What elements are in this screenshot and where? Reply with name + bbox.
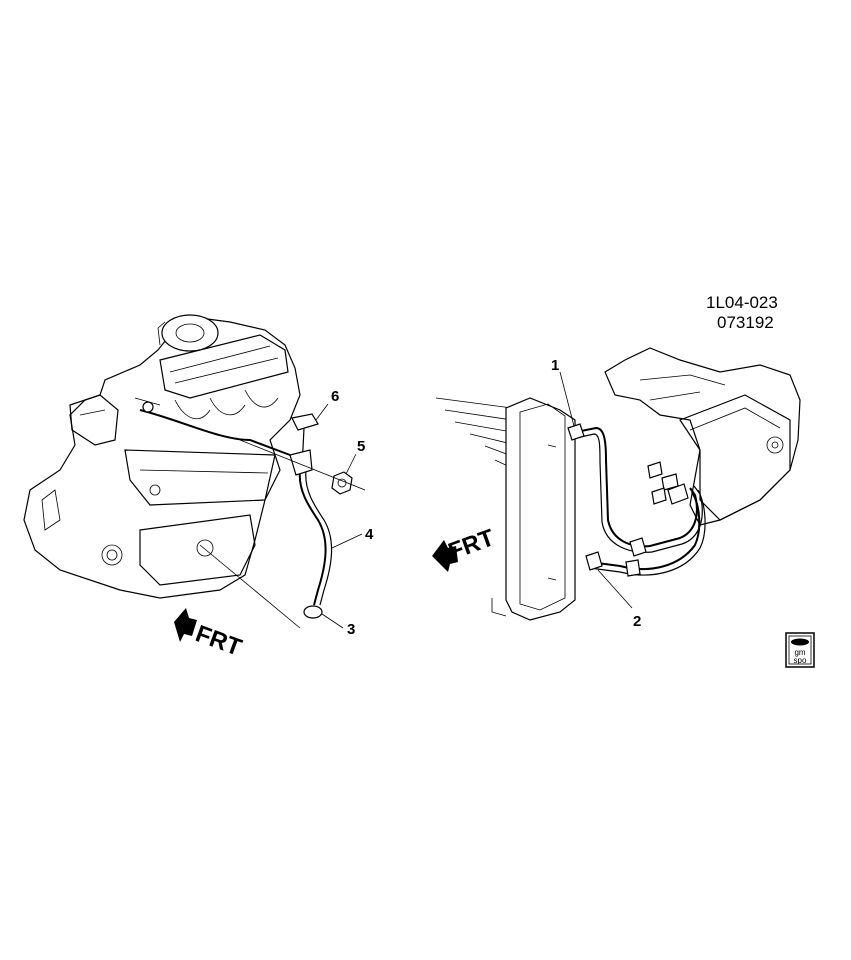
callout-1: 1 bbox=[551, 357, 559, 374]
logo-text-spo: spo bbox=[794, 656, 807, 665]
transmission-illustration bbox=[604, 347, 801, 526]
callout-4: 4 bbox=[365, 526, 374, 543]
drawing-date: 073192 bbox=[717, 313, 774, 332]
drawing-code: 1L04-023 bbox=[706, 293, 778, 312]
logo-text-gm: gm bbox=[794, 648, 805, 657]
callout-3: 3 bbox=[347, 621, 355, 638]
engine-illustration bbox=[23, 314, 301, 599]
cooler-lines bbox=[567, 423, 706, 577]
radiator-illustration bbox=[435, 397, 576, 621]
front-label-left: FRT bbox=[192, 620, 245, 661]
left-callout-leaders bbox=[315, 403, 363, 629]
right-callout-leaders bbox=[559, 371, 633, 609]
callout-5: 5 bbox=[357, 438, 365, 455]
callout-2: 2 bbox=[633, 613, 641, 630]
callout-6: 6 bbox=[331, 388, 339, 405]
gm-spo-logo: gm spo bbox=[785, 632, 815, 668]
dipstick-tube-assembly bbox=[199, 413, 366, 629]
front-label-right: FRT bbox=[445, 524, 498, 565]
front-arrow-left bbox=[174, 608, 197, 642]
front-arrow-right bbox=[432, 540, 458, 572]
